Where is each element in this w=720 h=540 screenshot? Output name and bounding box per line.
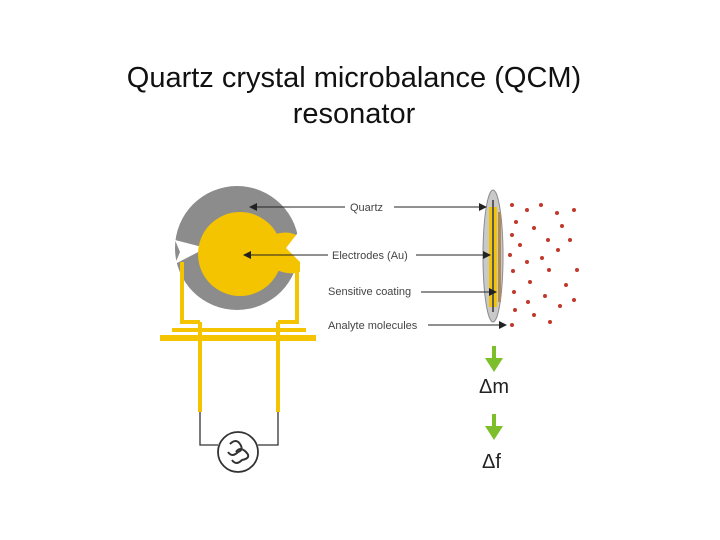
coating-edge <box>498 212 501 302</box>
label-electrodes: Electrodes (Au) <box>332 250 408 262</box>
label-quartz: Quartz <box>350 202 383 214</box>
slide-title: Quartz crystal microbalance (QCM) resona… <box>0 60 720 132</box>
quartz-notch <box>175 240 206 264</box>
annotation-analyte: Analyte molecules <box>328 320 507 332</box>
annotation-coating: Sensitive coating <box>328 286 497 298</box>
annotation-quartz: Quartz <box>249 202 487 214</box>
delta-mass-indicator: Δm <box>479 346 509 398</box>
delta-m-label: Δm <box>479 376 509 398</box>
quartz-core-edge <box>492 200 494 312</box>
green-arrow-1-head <box>485 358 503 372</box>
title-line-1: Quartz crystal microbalance (QCM) <box>126 62 582 94</box>
circuit-wire <box>199 412 279 446</box>
delta-freq-indicator: Δf <box>482 414 503 473</box>
label-coating: Sensitive coating <box>328 286 411 298</box>
lead-left <box>180 262 200 324</box>
annotation-electrodes: Electrodes (Au) <box>243 250 491 262</box>
title-line-2: resonator <box>292 98 416 130</box>
electrode-disc <box>198 212 282 296</box>
mount-base <box>160 335 316 341</box>
green-arrow-2-shaft <box>492 414 496 428</box>
lead-right <box>278 262 299 324</box>
qcm-front-view <box>160 186 316 473</box>
label-analyte: Analyte molecules <box>328 320 418 332</box>
qcm-side-view <box>482 189 504 323</box>
analyte-molecules <box>508 203 579 327</box>
mount-base-top <box>172 328 306 332</box>
green-arrow-1-shaft <box>492 346 496 360</box>
delta-f-label: Δf <box>482 451 501 473</box>
green-arrow-2-head <box>485 426 503 440</box>
quartz-notch-right <box>286 230 300 262</box>
ac-source-symbol <box>217 431 259 473</box>
